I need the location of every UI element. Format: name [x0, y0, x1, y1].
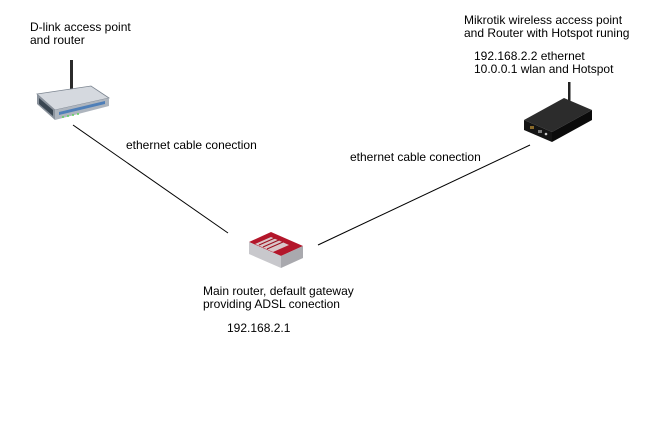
- main-router-to-mikrotik-line: [317, 144, 531, 246]
- mikrotik-label-line2: and Router with Hotspot runing: [464, 26, 630, 40]
- mikrotik-ip-wlan: 10.0.0.1 wlan and Hotspot: [474, 62, 614, 76]
- dlink-label-line2: and router: [30, 33, 85, 47]
- right-link-label: ethernet cable conection: [350, 150, 481, 164]
- main-router-label-line1: Main router, default gateway: [203, 284, 354, 298]
- dlink-to-main-router-line: [72, 124, 229, 234]
- mikrotik-router-icon: [524, 82, 592, 142]
- dlink-label-line1: D-link access point: [30, 20, 131, 34]
- adsl-router-icon: [249, 232, 303, 268]
- main-router-ip: 192.168.2.1: [227, 321, 291, 335]
- mikrotik-ip-ethernet: 192.168.2.2 ethernet: [474, 49, 585, 63]
- left-link-label: ethernet cable conection: [126, 138, 257, 152]
- mikrotik-label-line1: Mikrotik wireless access point: [464, 13, 623, 27]
- main-router-label-line2: providing ADSL conection: [203, 297, 340, 311]
- dlink-router-icon: [36, 60, 111, 120]
